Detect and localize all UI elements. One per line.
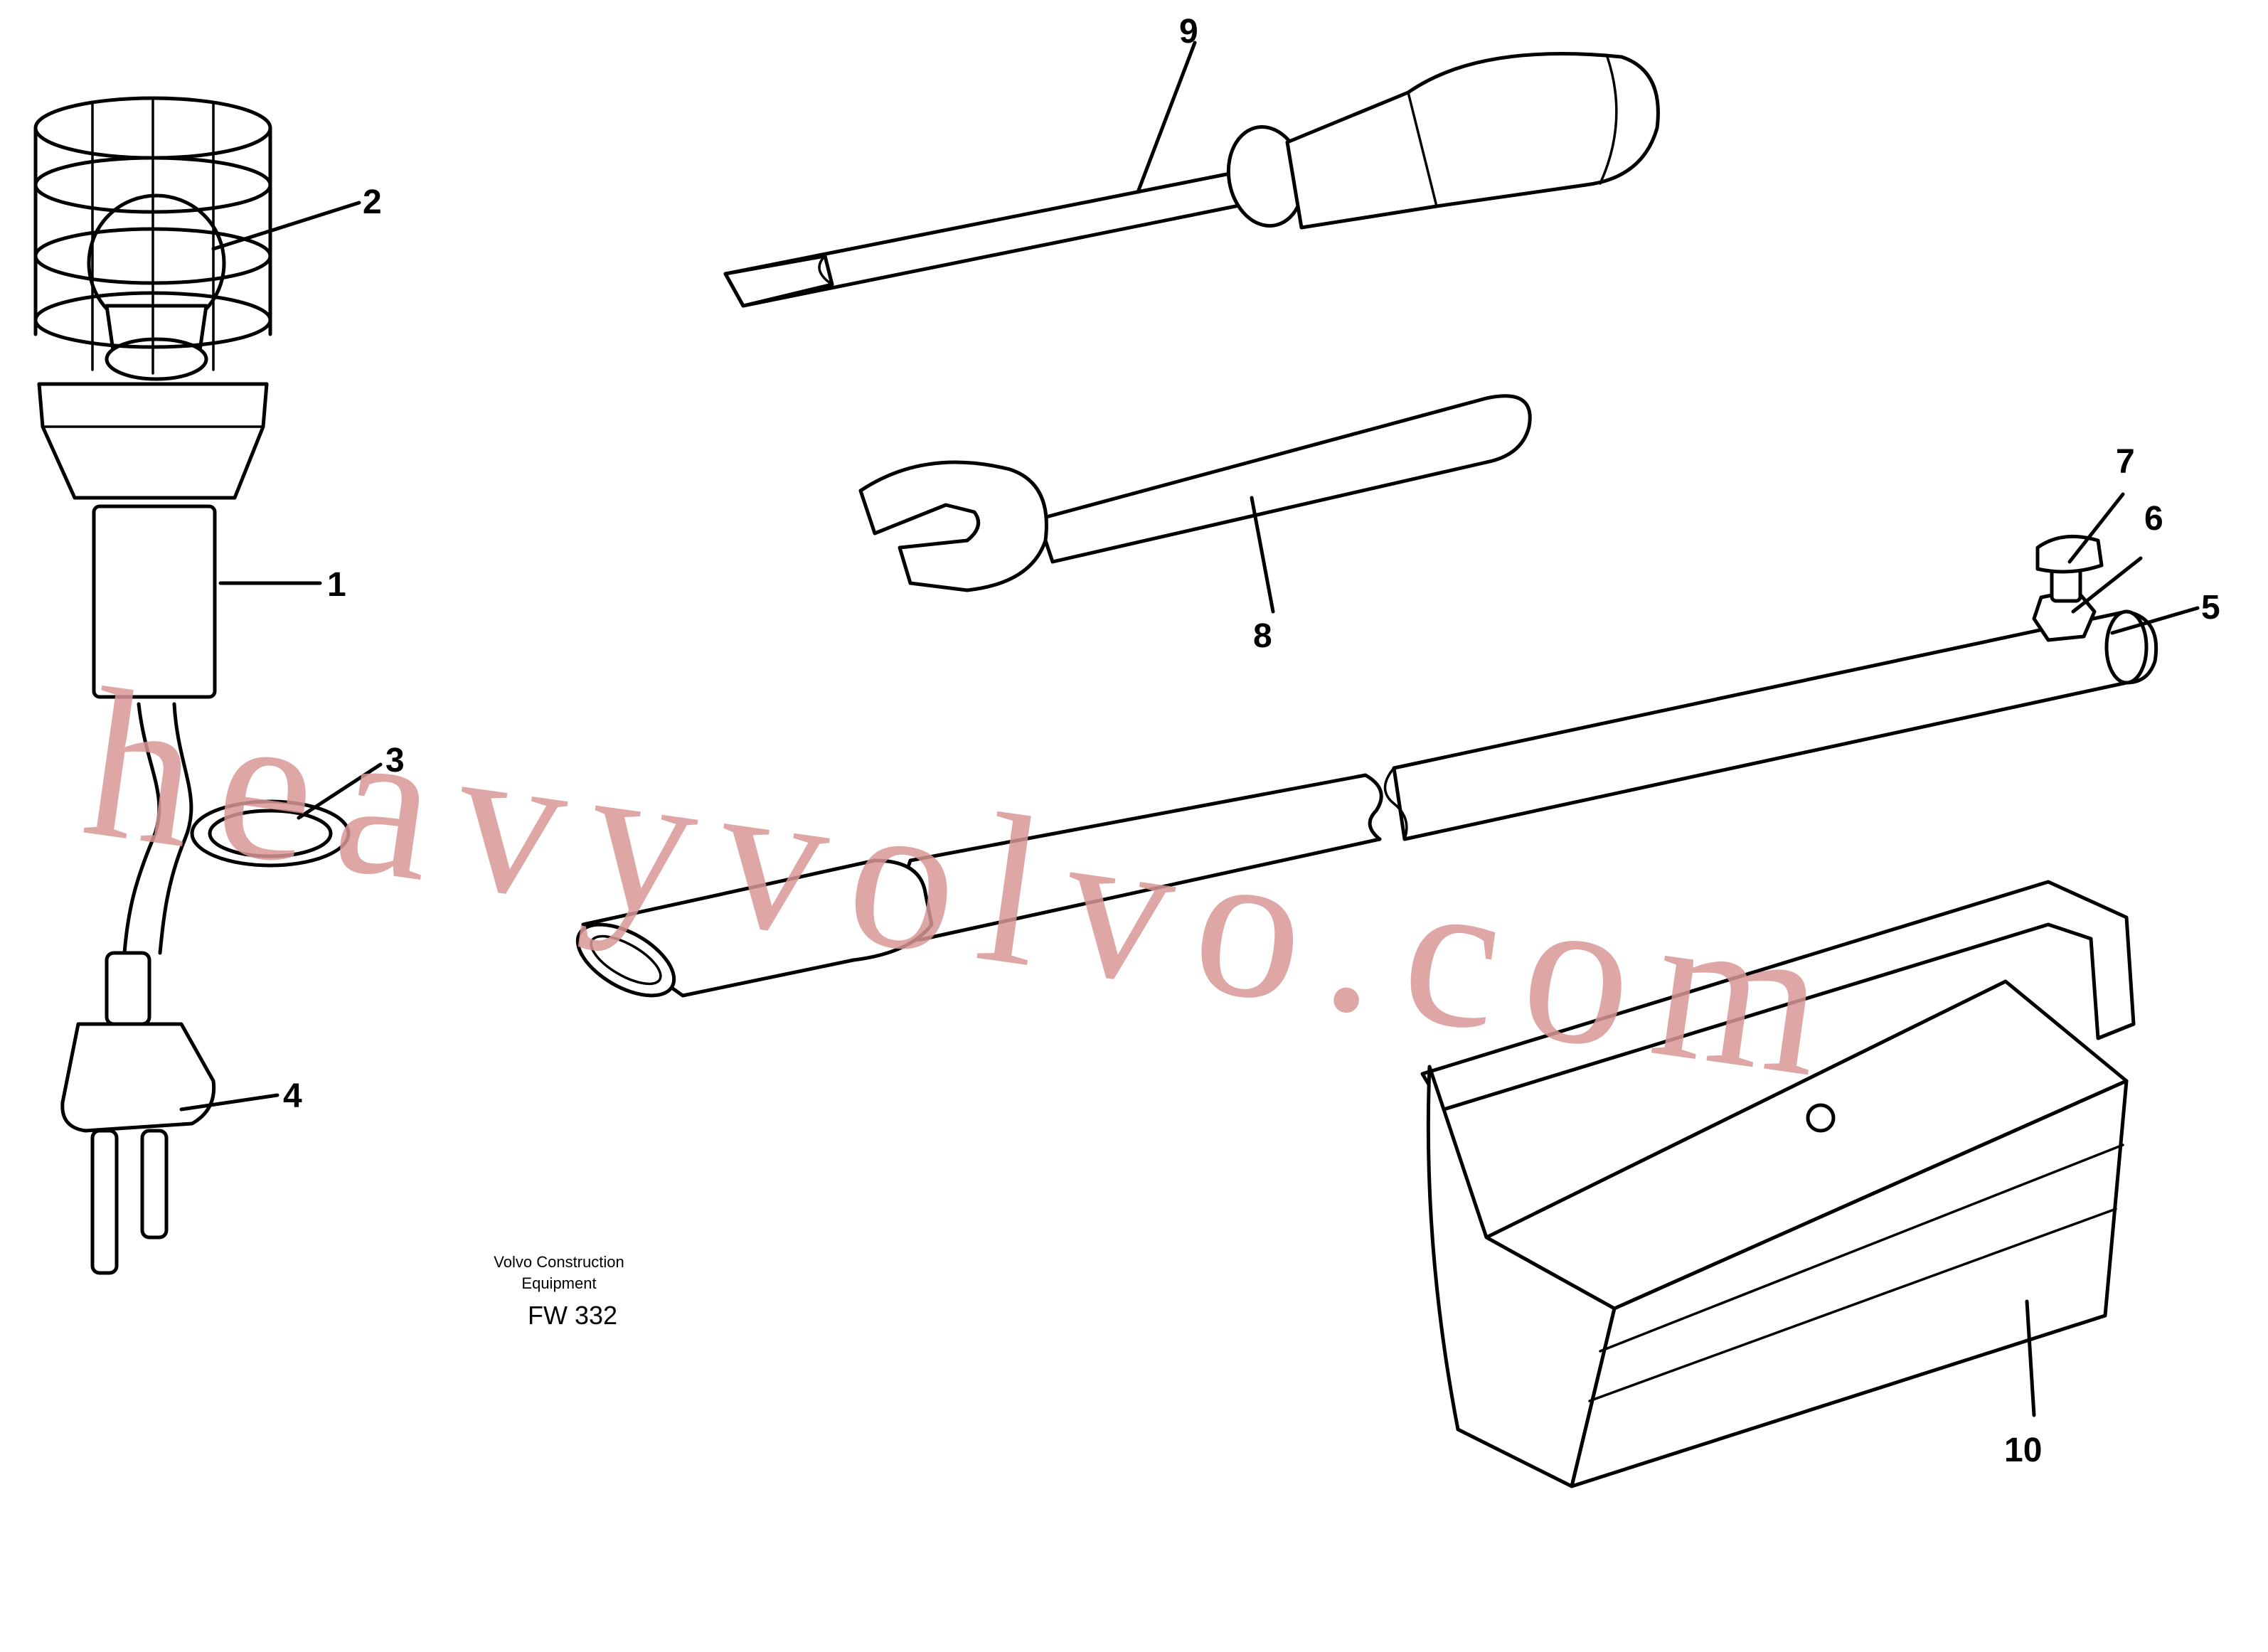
watermark: heavyvolvo.com (73, 644, 1863, 1125)
screwdriver-drawing (723, 52, 1660, 308)
caption-line1: Volvo Construction (494, 1253, 624, 1271)
callout-10: 10 (2004, 1432, 2042, 1469)
callout-labels: 1 2 3 4 5 6 7 8 9 10 (283, 13, 2220, 1469)
callout-6: 6 (2144, 500, 2163, 538)
toolbox-drawing (1420, 880, 2136, 1488)
wrench-drawing (858, 394, 1532, 592)
callout-8: 8 (1253, 617, 1272, 655)
lever-bar-drawing (575, 534, 2158, 998)
callout-4: 4 (283, 1077, 302, 1115)
caption-line2: Equipment (521, 1274, 596, 1292)
callout-5: 5 (2201, 589, 2220, 627)
callout-leaders (179, 41, 2200, 1417)
callout-1: 1 (327, 566, 346, 604)
callout-9: 9 (1179, 13, 1198, 50)
drawing-caption: Volvo Construction Equipment FW 332 (494, 1253, 624, 1330)
callout-2: 2 (363, 183, 382, 221)
callout-7: 7 (2116, 443, 2135, 481)
drawing-code: FW 332 (528, 1301, 617, 1330)
callout-3: 3 (385, 742, 405, 779)
